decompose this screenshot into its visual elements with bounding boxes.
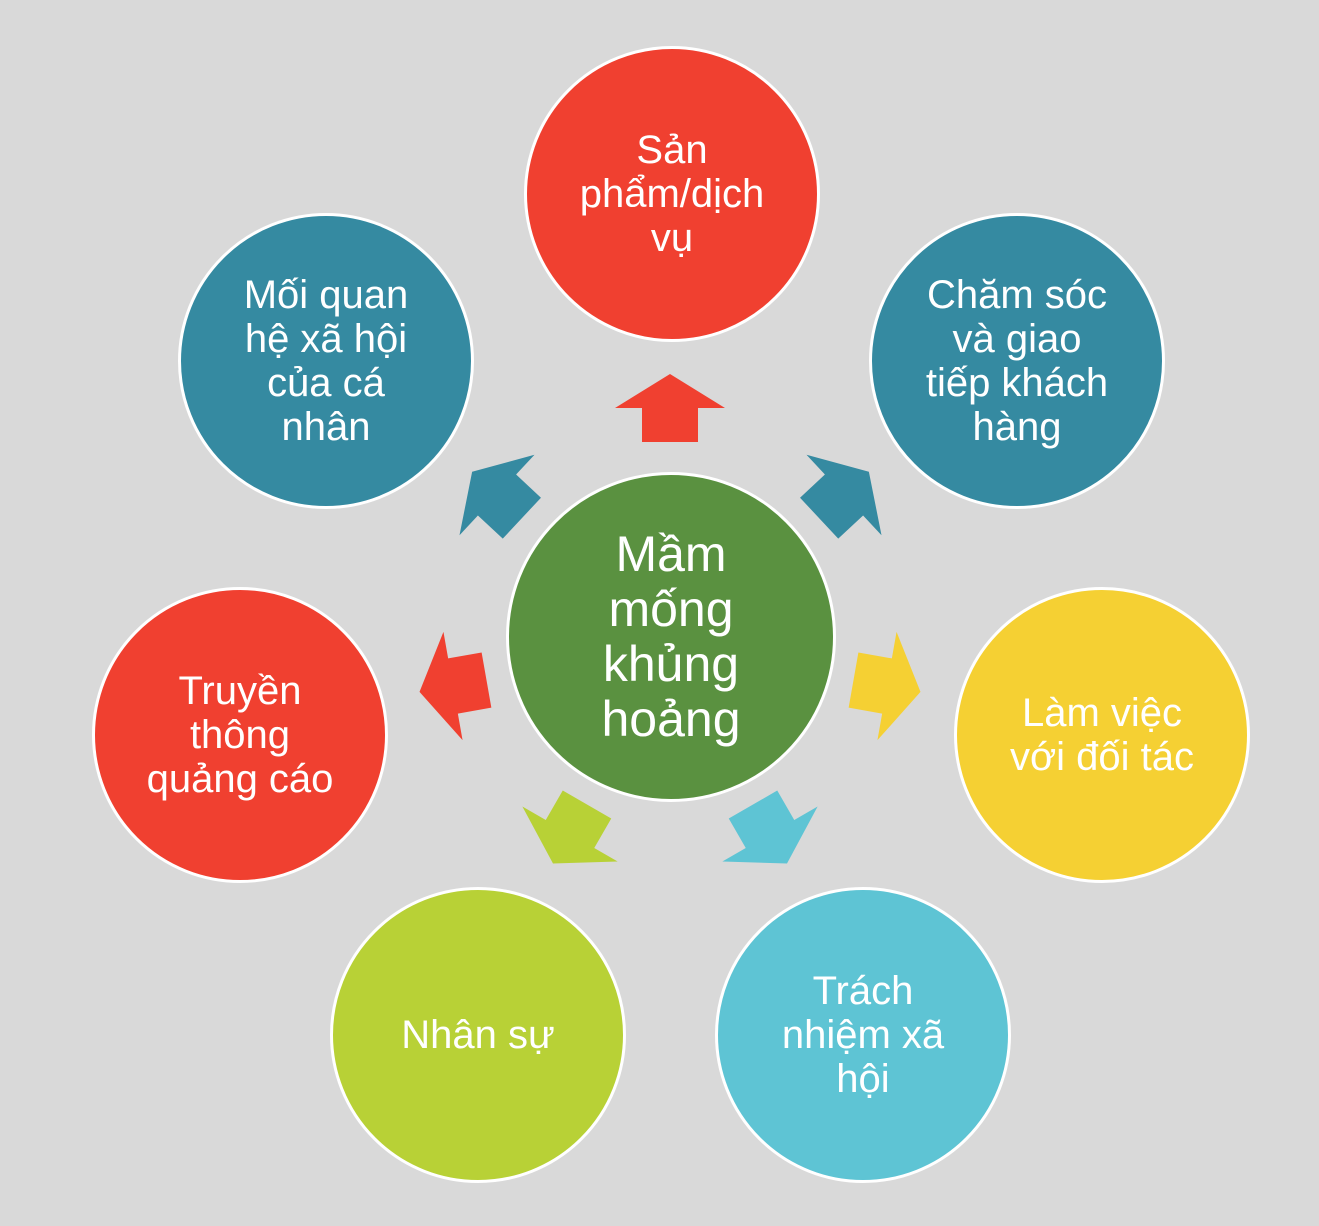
node-product-service: Sản phẩm/dịch vụ [524,46,820,342]
node-label: Làm việc với đối tác [1009,691,1195,779]
node-label: Truyền thông quảng cáo [146,669,334,801]
node-social-responsibility: Trách nhiệm xã hội [715,887,1011,1183]
arrow-to-human-resources-icon [522,790,618,864]
arrow-to-social-responsibility-icon [722,790,818,864]
center-label: Mầm mống khủng hoảng [601,526,741,747]
node-label: Sản phẩm/dịch vụ [579,128,765,260]
arrow-to-advertising-icon [419,631,492,741]
node-personal-relations: Mối quan hệ xã hội của cá nhân [178,213,474,509]
node-label: Mối quan hệ xã hội của cá nhân [243,273,409,449]
node-advertising: Truyền thông quảng cáo [92,587,388,883]
node-label: Trách nhiệm xã hội [781,969,945,1101]
node-partners: Làm việc với đối tác [954,587,1250,883]
node-crisis-seed: Mầm mống khủng hoảng [506,472,836,802]
node-label: Nhân sự [401,1013,555,1057]
arrow-to-product-service-icon [615,374,725,442]
node-human-resources: Nhân sự [330,887,626,1183]
node-label: Chăm sóc và giao tiếp khách hàng [925,273,1109,449]
arrow-to-personal-relations-icon [459,454,541,539]
arrow-to-partners-icon [848,631,921,741]
node-customer-care: Chăm sóc và giao tiếp khách hàng [869,213,1165,509]
arrow-to-customer-care-icon [800,454,882,539]
